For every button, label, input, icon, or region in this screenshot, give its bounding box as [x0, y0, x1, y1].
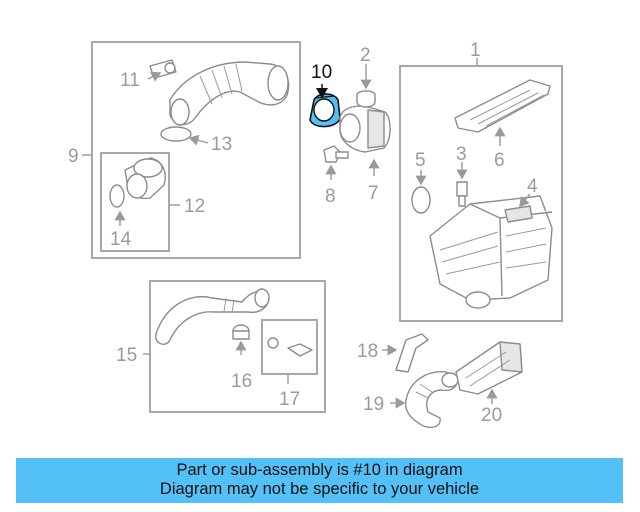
sub-box-12: [100, 152, 170, 252]
sub-box-17: [261, 319, 318, 375]
callout-3: 3: [456, 144, 467, 165]
callout-16: 16: [231, 371, 252, 392]
callout-10: 10: [311, 62, 332, 83]
callout-5: 5: [415, 150, 426, 171]
group-box-intake-duct: [91, 41, 301, 259]
group-box-hoses: [149, 280, 326, 413]
maf-sensor-7-shape: [339, 105, 391, 153]
callout-11: 11: [120, 70, 140, 91]
callout-18: 18: [357, 341, 378, 362]
grommet-2-shape: [356, 90, 376, 108]
banner-line-2: Diagram may not be specific to your vehi…: [159, 480, 480, 498]
callout-12: 12: [184, 196, 205, 217]
clamp-13-shape: [160, 126, 192, 142]
banner-line-1: Part or sub-assembly is #10 in diagram: [176, 461, 463, 479]
bolt-3-shape: [456, 181, 468, 207]
hose-19-shape: [404, 371, 459, 429]
callout-19: 19: [363, 394, 384, 415]
callout-6: 6: [494, 150, 505, 171]
group-box-air-cleaner: [399, 65, 563, 322]
callout-15: 15: [116, 345, 137, 366]
callout-20: 20: [481, 405, 502, 426]
parts-diagram: 1 2 3 4 5 6 7 8 9 10 11 12 13 14 15 16 1…: [68, 40, 563, 429]
callout-7: 7: [368, 183, 379, 204]
seal-5-shape: [411, 186, 431, 214]
callout-9: 9: [68, 146, 79, 167]
fasteners-17-shape: [267, 337, 313, 357]
intake-hose-shape: [149, 59, 290, 126]
bolt-8-shape: [323, 145, 349, 163]
callout-8: 8: [325, 186, 336, 207]
pipe-18-shape: [395, 333, 429, 373]
callout-1: 1: [470, 40, 481, 61]
cover-6-shape: [454, 79, 551, 133]
callout-4: 4: [527, 176, 538, 197]
air-cleaner-4-shape: [429, 195, 553, 309]
callout-14: 14: [110, 229, 132, 250]
gasket-14-shape: [109, 184, 125, 208]
hose-15-shape: [155, 288, 270, 345]
callout-17: 17: [279, 389, 300, 410]
grommet-16-shape: [232, 324, 250, 340]
clamp-10-highlight: [309, 93, 341, 128]
info-banner: Part or sub-assembly is #10 in diagram D…: [16, 458, 623, 503]
elbow-12-shape: [124, 157, 166, 200]
duct-20-shape: [455, 341, 523, 395]
callout-13: 13: [211, 134, 232, 155]
callout-2: 2: [360, 45, 371, 66]
